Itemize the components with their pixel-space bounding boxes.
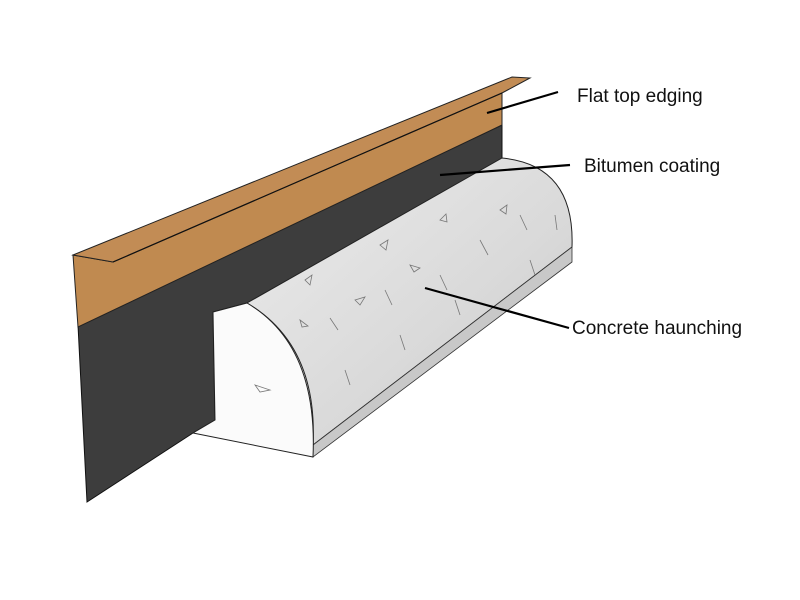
edging-lip	[71, 76, 532, 263]
label-bitumen-coating: Bitumen coating	[584, 156, 721, 177]
edging-fold-line	[112, 92, 503, 263]
aggregate-texture	[253, 204, 558, 393]
concrete-end-face	[191, 302, 314, 458]
concrete-leader-line	[424, 286, 570, 330]
edging-leader-line	[486, 90, 559, 115]
bitumen-leader-line	[439, 163, 571, 177]
label-flat-top-edging: Flat top edging	[577, 86, 703, 107]
label-concrete-haunching: Concrete haunching	[572, 318, 743, 339]
